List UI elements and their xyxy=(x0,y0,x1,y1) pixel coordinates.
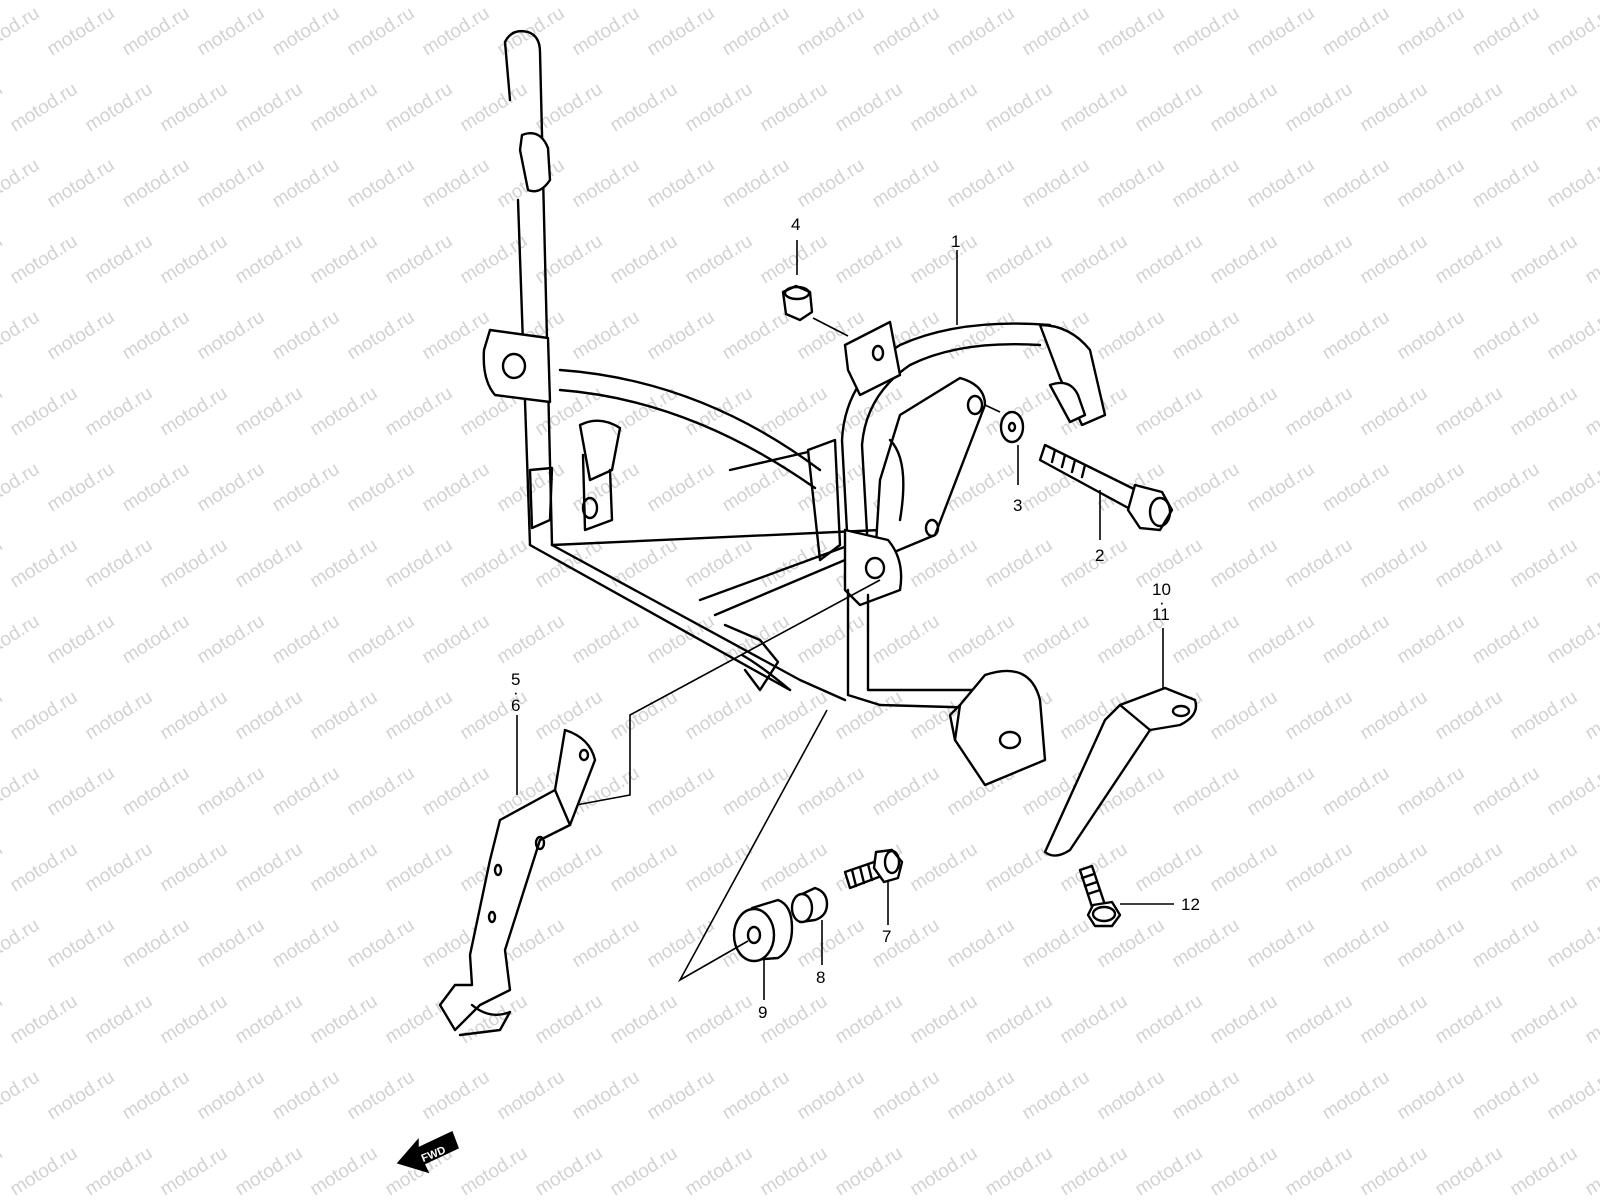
callout-2: 2 xyxy=(1095,546,1104,565)
callout-5: 5 xyxy=(511,670,520,689)
callout-1: 1 xyxy=(951,232,960,251)
callout-10: 10 xyxy=(1152,580,1171,599)
part-2-bolt xyxy=(1038,443,1174,540)
part-8-collar xyxy=(790,886,829,965)
leader-5-6 xyxy=(559,579,881,809)
fwd-arrow-icon: FWD xyxy=(396,1130,459,1174)
callout-8: 8 xyxy=(816,968,825,987)
part-9-grommet xyxy=(677,709,828,1000)
part-10-11-stay xyxy=(1043,628,1198,857)
callout-dot-5-6: · xyxy=(513,683,519,702)
part-3-washer xyxy=(984,404,1025,485)
part-12-bolt xyxy=(1078,864,1174,928)
callout-3: 3 xyxy=(1013,496,1022,515)
callout-6: 6 xyxy=(511,696,520,715)
frame-bracket xyxy=(482,29,1107,787)
callout-7: 7 xyxy=(882,927,891,946)
callout-9: 9 xyxy=(758,1003,767,1022)
part-4-nut xyxy=(781,240,849,337)
part-7-bolt xyxy=(843,848,904,925)
callout-11: 11 xyxy=(1152,605,1170,624)
part-5-6-stay xyxy=(438,715,597,1037)
callout-dot-10-11: · xyxy=(1159,593,1165,612)
callout-12: 12 xyxy=(1181,895,1200,914)
callout-4: 4 xyxy=(791,215,800,234)
